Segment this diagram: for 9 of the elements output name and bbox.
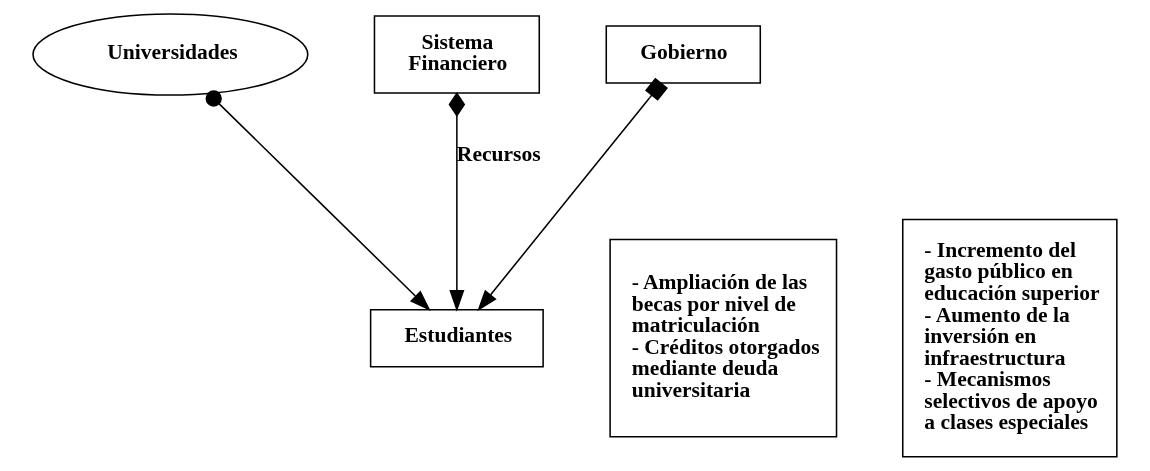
node-box: - Incremento del gasto público en educación superior - Aumento de la inversión en infraestructura - Mecanismos selectivos de apoyo a clases especiales xyxy=(902,218,1118,458)
node-box: Gobierno xyxy=(605,25,762,84)
arrow xyxy=(477,77,668,312)
node-box: Estudiantes xyxy=(369,308,544,368)
node-ellipse: Universidades xyxy=(32,13,309,96)
arrow xyxy=(448,91,466,312)
node-box: Sistema Financiero xyxy=(373,15,541,94)
arrow xyxy=(205,90,431,311)
node-box: - Ampliación de las becas por nivel de matriculación - Créditos otorgados mediante deuda universitaria xyxy=(609,238,838,438)
